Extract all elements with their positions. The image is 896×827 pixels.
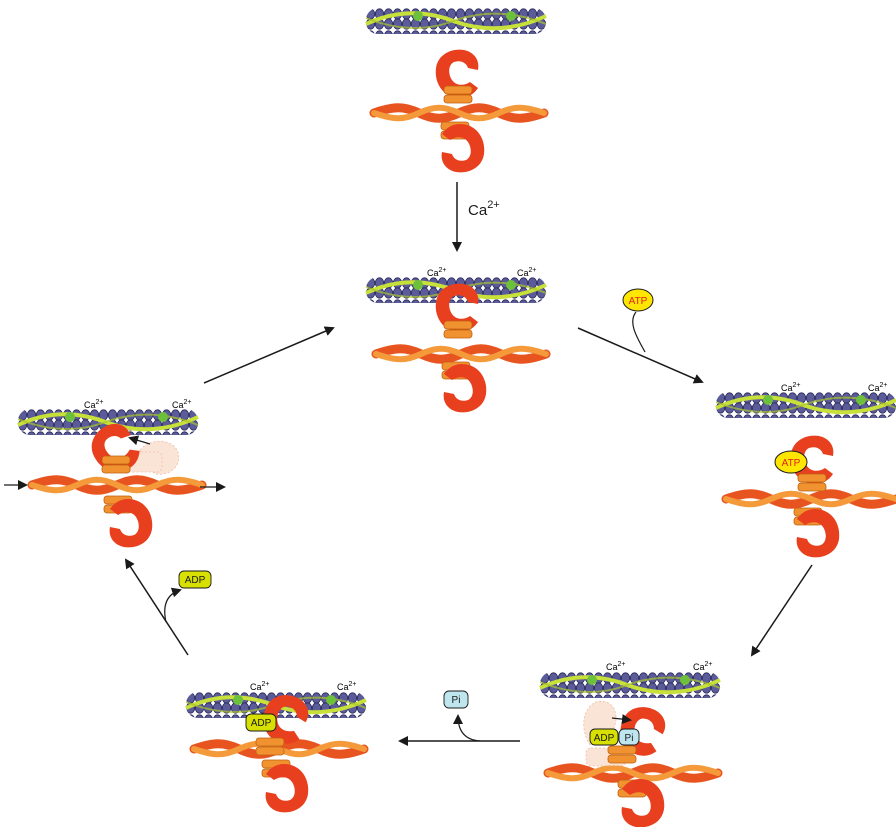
calcium-ion-label: Ca2+ <box>693 661 713 672</box>
cocking-arrow <box>611 714 632 725</box>
arrow-reattachment <box>203 326 335 384</box>
myosin-head-lower <box>441 124 485 173</box>
atp-badge <box>774 450 808 474</box>
adp-label: ADP <box>594 733 615 744</box>
arrow-adp-release <box>124 558 189 656</box>
pi-badge <box>618 728 640 746</box>
state-rest <box>364 6 548 173</box>
atp-label: ATP <box>629 296 648 307</box>
thick-filament <box>376 349 546 360</box>
state-power-stroke: Ca2+ Ca2+ <box>4 399 226 548</box>
arrow-atp-binding <box>577 327 704 384</box>
adp-badge <box>589 728 619 746</box>
adp-badge <box>245 713 277 732</box>
adp-badge <box>178 570 212 589</box>
calcium-ion-label: Ca2+ <box>250 681 270 692</box>
phosphate-exit-arrow <box>453 714 481 742</box>
pi-label: Pi <box>625 733 634 744</box>
calcium-ion-label: Ca2+ <box>781 382 801 393</box>
atp-badge <box>622 288 654 312</box>
adp-label: ADP <box>251 718 272 729</box>
myosin-head-lower <box>621 779 665 827</box>
state-strongly-bound: Ca2+ Ca2+ ADP <box>184 681 366 813</box>
state-detached: Ca2+ Ca2+ ATP <box>714 382 896 558</box>
atp-label: ATP <box>782 458 801 469</box>
power-stroke-arrow <box>128 435 151 446</box>
state-attached: Ca2+ Ca2+ <box>364 267 546 413</box>
state-cocked: Ca2+ Ca2+ ADP Pi <box>538 661 722 827</box>
thick-filament <box>32 480 202 491</box>
arrow-atp-hydrolysis <box>750 564 813 657</box>
calcium-ion-label: Ca2+ <box>337 681 357 692</box>
thin-filament <box>714 390 896 420</box>
calcium-ion-label: Ca2+ <box>606 661 626 672</box>
calcium-ion-label: Ca2+ <box>172 399 192 410</box>
calcium-ion-label: Ca2+ <box>868 382 888 393</box>
thick-filament <box>548 768 718 779</box>
thin-filament <box>364 6 548 36</box>
pi-badge <box>443 690 469 709</box>
thin-filament <box>538 670 722 700</box>
thick-filament <box>374 108 544 119</box>
calcium-ion-label: Ca2+ <box>427 267 447 278</box>
myosin-head-lower <box>796 509 840 558</box>
calcium-label: Ca2+ <box>468 199 500 219</box>
adp-exit-arrow <box>164 587 182 623</box>
calcium-ion-label: Ca2+ <box>517 267 537 278</box>
myosin-head-lower <box>443 364 487 413</box>
atp-entry-arrow <box>632 311 646 353</box>
adp-label: ADP <box>185 575 206 586</box>
thick-filament <box>726 494 896 505</box>
myosin-head-lower <box>109 499 153 548</box>
pi-label: Pi <box>452 695 461 706</box>
myosin-head-lower <box>265 764 309 813</box>
calcium-ion-label: Ca2+ <box>84 399 104 410</box>
